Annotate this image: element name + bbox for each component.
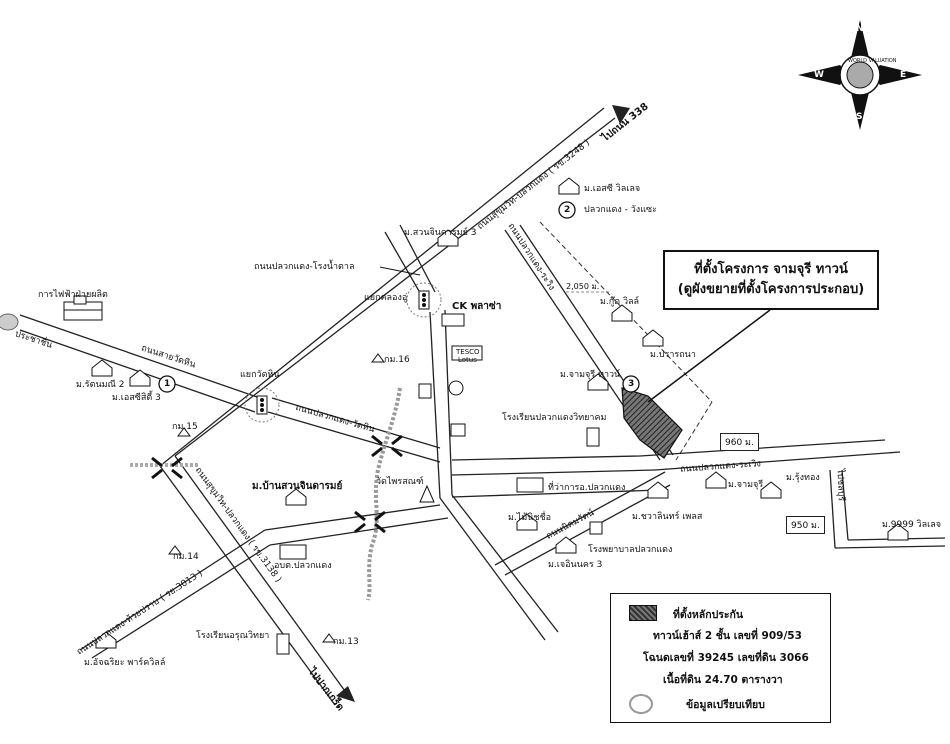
road-west-east: [19, 314, 441, 463]
label-sc-village: ม.เอสซี วิลเลจ: [584, 184, 641, 194]
label-mai-zen: ม.ไม้นิชชื่อ: [508, 513, 552, 523]
globe-icon: [0, 313, 19, 331]
label-km15: กม.15: [172, 422, 198, 432]
label-ratchata: ม.อัจฉริยะ พาร์ควิลล์: [84, 658, 166, 668]
label-school1: โรงเรียนปลวกแดงวิทยาคม: [502, 413, 607, 423]
label-rung-thong: ม.รุ้งทอง: [786, 473, 820, 483]
marker-1: 1: [164, 379, 171, 389]
legend-line4: เนื้อที่ดิน 24.70 ตารางวา: [663, 674, 783, 686]
label-tesco: TESCO: [456, 348, 480, 356]
road-right-branch: [829, 469, 946, 549]
label-pakkret-road: ถนนปลวกแดง-โรงน้ำตาล: [254, 262, 355, 272]
compass-w: W: [814, 70, 824, 80]
label-pluak-rawai: ปลวกแดง - วังแซะ: [584, 205, 657, 215]
label-km14: กม.14: [173, 552, 199, 562]
marker-3: 3: [628, 379, 635, 389]
callout-line1: ที่ตั้งโครงการ จามจุรี ทาวน์: [694, 262, 848, 277]
label-yak-khlong: แยกคลองอู่: [364, 293, 408, 303]
label-gov: ที่ว่าการอ.ปลวกแดง: [548, 483, 626, 493]
callout-line2: (ดูผังขยายที่ตั้งโครงการประกอบ): [677, 282, 865, 297]
road-north-south: [384, 224, 559, 641]
compass-n: N: [856, 24, 864, 34]
project-callout: ที่ตั้งโครงการ จามจุรี ทาวน์ (ดูผังขยายท…: [663, 250, 879, 310]
label-yak-wat: แยกวัดหิน: [240, 370, 280, 380]
distance-2050: 2,050 ม.: [566, 282, 600, 291]
bridge-icon: [151, 434, 403, 534]
label-hospital: โรงพยาบาลปลวกแดง: [588, 545, 673, 555]
label-km13: กม.13: [333, 637, 359, 647]
intersection-circle: [244, 282, 442, 423]
label-amphur: อบต.ปลวกแดง: [274, 561, 332, 571]
label-jamjuri: ม.จามจุรี ทาวน์: [560, 370, 621, 380]
label-manee2: ม.รัตนมณี 2: [76, 380, 125, 390]
landmark-icons: [168, 313, 603, 655]
callout-leader: [647, 309, 771, 403]
road-east: [451, 439, 901, 498]
label-school2: โรงเรียนอรุณวิทยา: [196, 631, 270, 641]
legend-compare: ข้อมูลเปรียบเทียบ: [686, 699, 765, 711]
legend-subject-swatch: [629, 605, 657, 621]
leader-pak-kret: [379, 266, 421, 276]
marker-2: 2: [564, 205, 571, 215]
road-main-diagonal: [159, 107, 616, 706]
compass-brand: WORLD VALUATION: [848, 58, 897, 64]
legend-subject: ที่ตั้งหลักประกัน: [673, 609, 744, 621]
road-south-east: [494, 471, 671, 576]
label-power: การไฟฟ้าฝ่ายผลิต: [38, 290, 108, 300]
label-jam2: ม.จามจุรี: [728, 480, 764, 490]
project-site-marker: [621, 387, 683, 459]
compass-e: E: [900, 70, 907, 80]
label-temple: วัดไพรสณฑ์: [376, 477, 424, 487]
compass-icon: [798, 20, 922, 130]
label-to-chonburi: ไปชลบุรี: [834, 468, 846, 502]
road-southwest: [79, 504, 449, 659]
label-suan3: ม.สวนจินดารมย์ 3: [404, 228, 477, 238]
label-lotus: Lotus: [458, 356, 477, 364]
label-ck-plaza: CK พลาซ่า: [452, 301, 502, 312]
legend-box: ที่ตั้งหลักประกัน ทาวน์เฮ้าส์ 2 ชั้น เลข…: [610, 593, 831, 723]
label-m9999: ม.9999 วิลเลจ: [882, 520, 941, 530]
arrow-south-icon: [336, 686, 355, 702]
label-pairee: ม.ปรารถนา: [650, 350, 696, 360]
label-jindanakhon: ม.เจอินนคร 3: [548, 560, 603, 570]
stream: [366, 387, 402, 601]
legend-compare-circle: [629, 694, 653, 714]
house-icon: [91, 177, 909, 649]
distance-960: 960 ม.: [720, 433, 759, 451]
label-chaow: ม.ชวาลินทร์ เพลส: [632, 512, 703, 522]
legend-line2: ทาวน์เฮ้าส์ 2 ชั้น เลขที่ 909/53: [653, 630, 802, 642]
numbered-marker: [158, 201, 640, 393]
label-goodville: ม.กู๊ด วิลล์: [600, 297, 640, 307]
label-ratri: ม.เอสซีสิตี้ 3: [112, 393, 161, 403]
label-banchin: ม.บ้านสวนจินดารมย์: [252, 481, 343, 492]
distance-950: 950 ม.: [786, 516, 825, 534]
legend-line3: โฉนดเลขที่ 39245 เลขที่ดิน 3066: [643, 652, 809, 664]
compass-s: S: [856, 112, 863, 122]
label-km16: กม.16: [384, 355, 410, 365]
arrow-north-icon: [612, 105, 630, 124]
power-plant-icon: [63, 295, 103, 321]
